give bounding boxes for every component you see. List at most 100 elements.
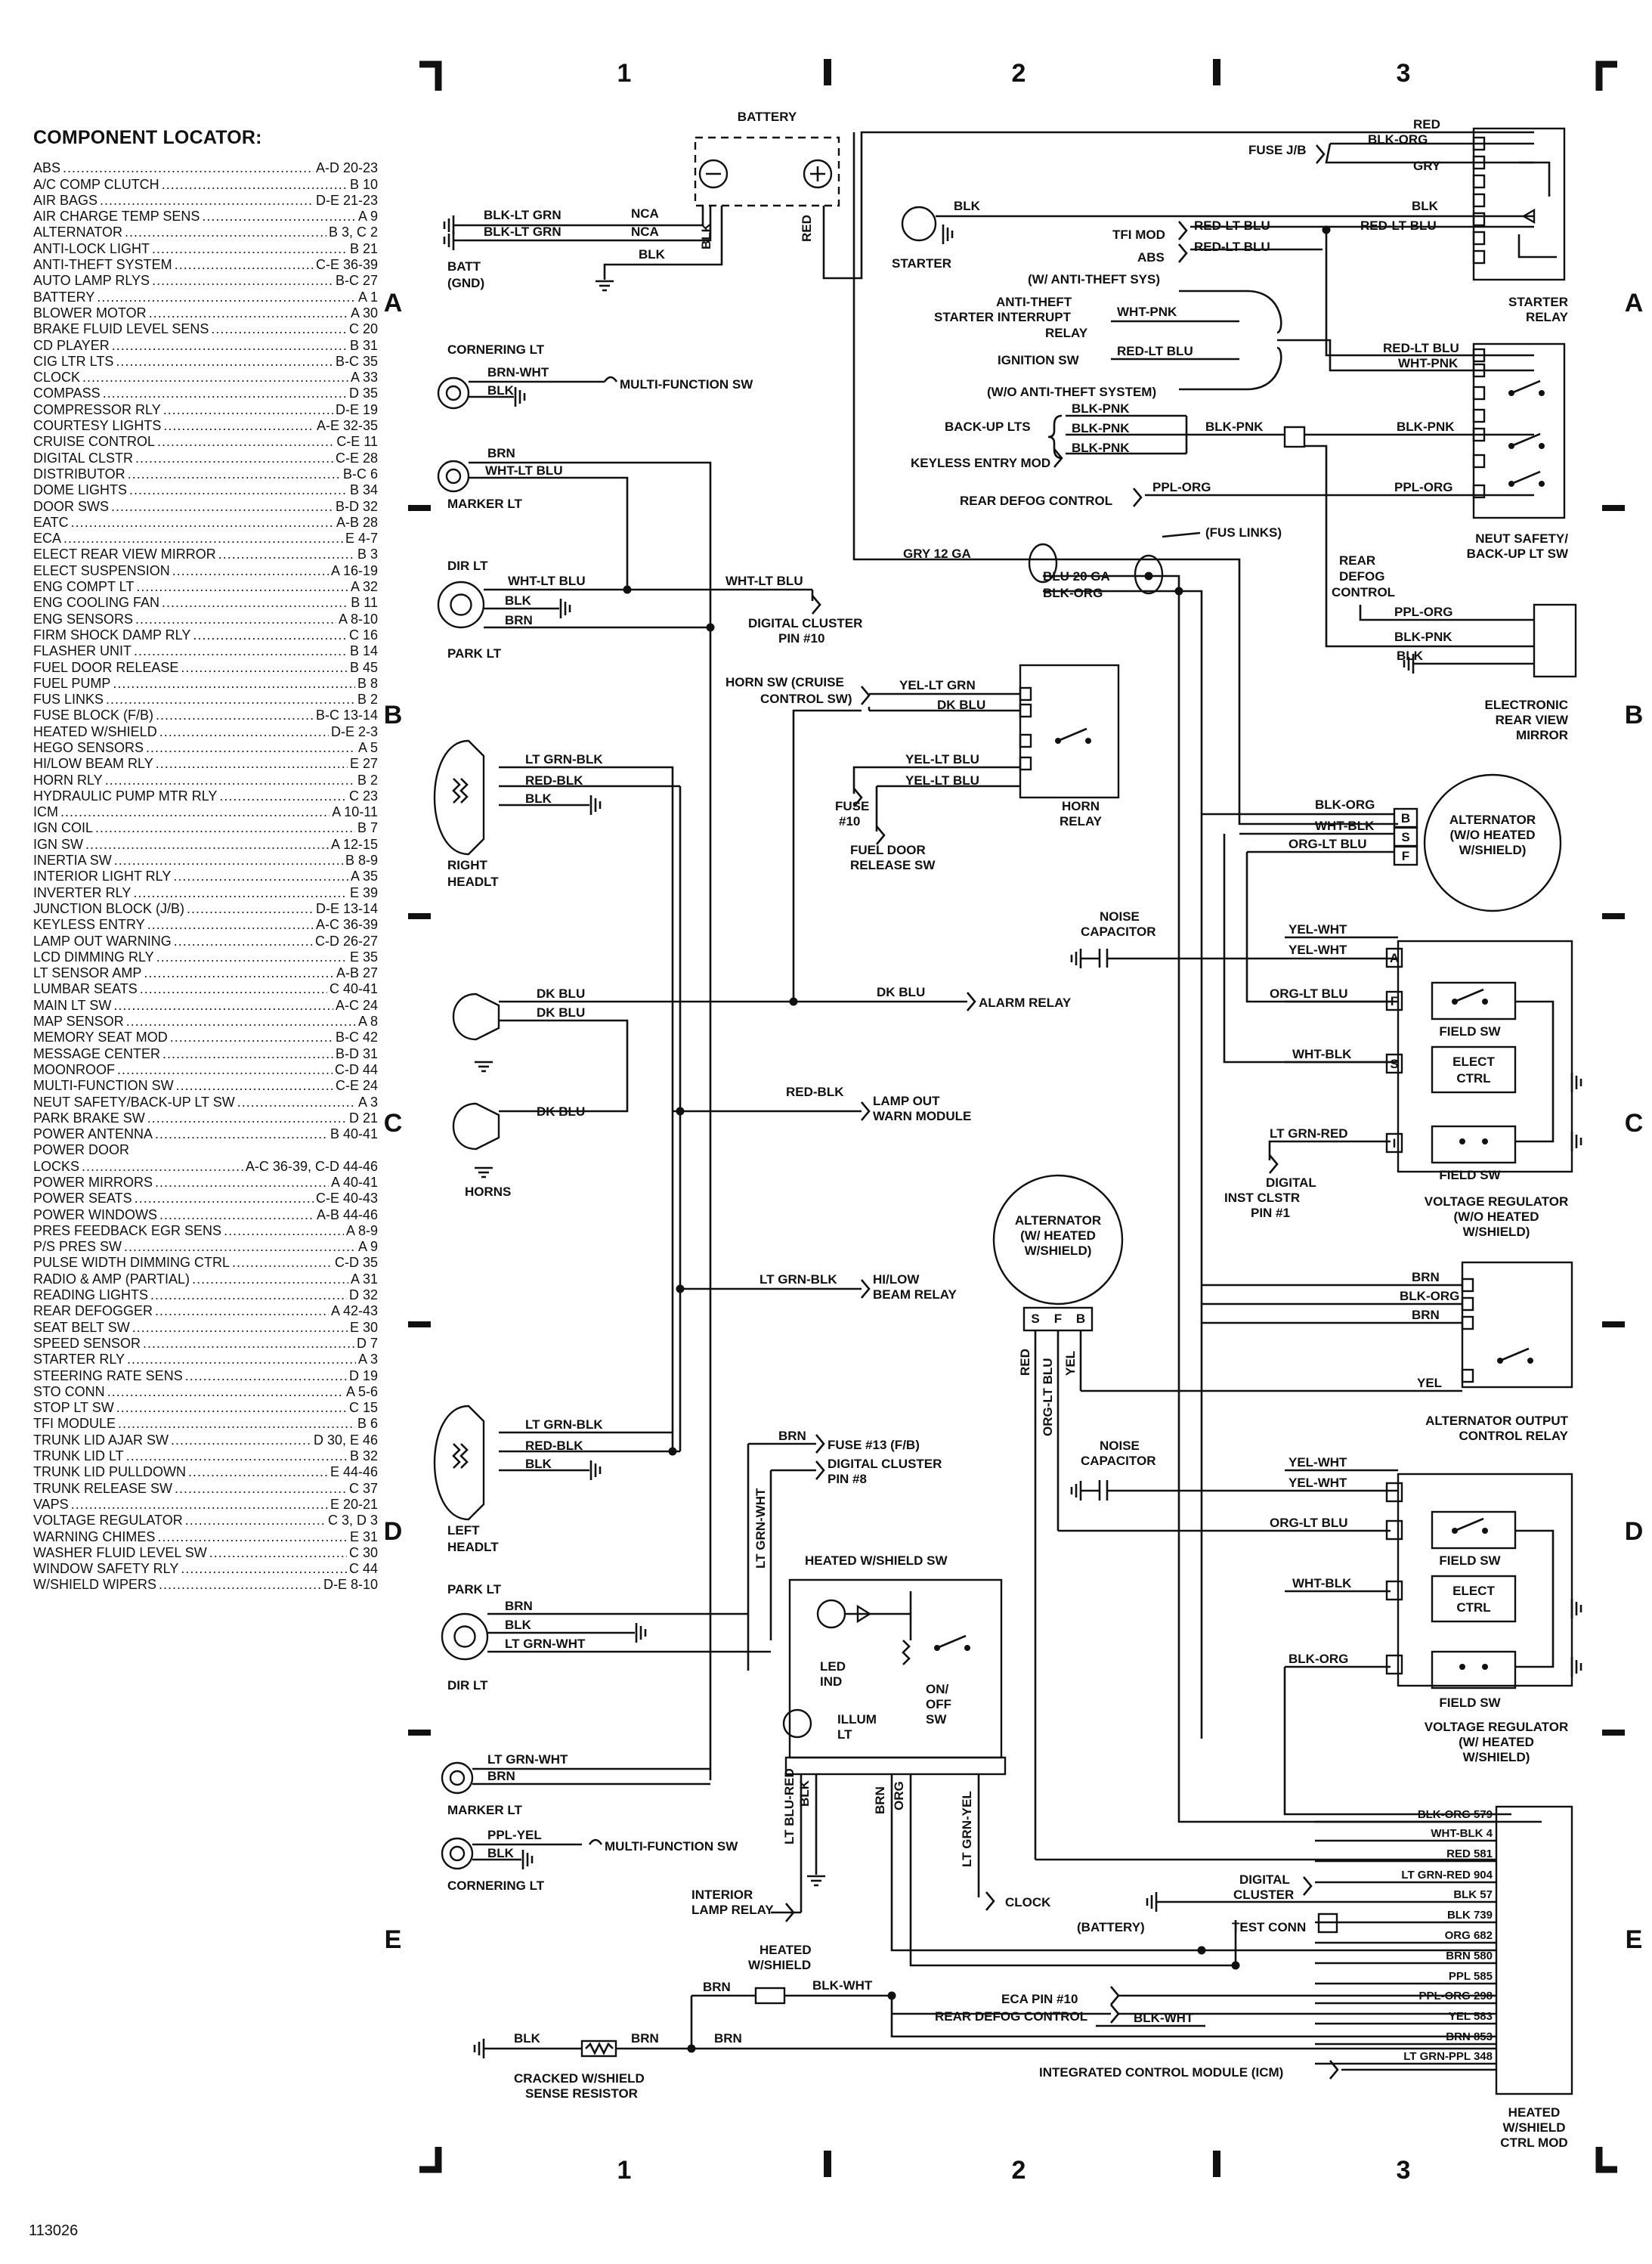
cornering-lt-label: CORNERING LT bbox=[447, 342, 545, 357]
mfs-label: MULTI-FUNCTION SW bbox=[605, 1839, 738, 1854]
locator-item-ref: A 35 bbox=[350, 869, 378, 884]
locator-item-ref: C-E 11 bbox=[336, 434, 378, 450]
locator-item: A/C COMP CLUTCHB 10 bbox=[33, 175, 378, 192]
locator-item-ref: D-E 13-14 bbox=[315, 900, 378, 916]
locator-item-name: DOOR SWS bbox=[33, 498, 110, 514]
wire bbox=[1325, 230, 1534, 357]
switch-terminal bbox=[1472, 348, 1486, 363]
switch-icon bbox=[1459, 1664, 1465, 1670]
wire-label: DK BLU bbox=[537, 986, 585, 1001]
locator-item-ref: A-E 32-35 bbox=[316, 418, 378, 434]
locator-item: ELECT REAR VIEW MIRRORB 3 bbox=[33, 546, 378, 562]
wire-label: GRY 12 GA bbox=[903, 547, 971, 561]
terminal-box bbox=[1385, 1053, 1403, 1074]
locator-item-ref: A 9 bbox=[357, 1239, 378, 1255]
connector-box bbox=[1283, 426, 1306, 448]
switch-terminal bbox=[1472, 363, 1486, 378]
locator-item-ref: D-E 21-23 bbox=[315, 192, 378, 208]
alternator-label: (W/O HEATED bbox=[1449, 828, 1535, 842]
illum-label: LT bbox=[837, 1727, 852, 1742]
locator-item-name: COURTESY LIGHTS bbox=[33, 418, 162, 434]
splice-dot bbox=[1144, 571, 1153, 581]
wire-label: ORG-LT BLU bbox=[1270, 986, 1348, 1001]
wire-label: RELAY bbox=[1045, 326, 1088, 340]
wire-label: LT GRN-WHT bbox=[487, 1752, 568, 1767]
grid-tick bbox=[1602, 913, 1625, 919]
cracked-sensor-label: SENSE RESISTOR bbox=[525, 2086, 638, 2101]
left-headlamp-icon bbox=[452, 1443, 461, 1469]
connector-arrow-icon bbox=[1303, 1876, 1313, 1896]
locator-item: LOCKSA-C 36-39, C-D 44-46 bbox=[33, 1157, 378, 1174]
batt-gnd-label: BATT bbox=[447, 259, 481, 274]
wire bbox=[852, 766, 862, 794]
cracked-sensor-label: CRACKED W/SHIELD bbox=[514, 2071, 645, 2086]
locator-item: BATTERYA 1 bbox=[33, 288, 378, 305]
wire bbox=[1277, 339, 1534, 372]
locator-item: FUSE BLOCK (F/B)B-C 13-14 bbox=[33, 707, 378, 723]
interior-lamp-label: INTERIOR bbox=[691, 1888, 753, 1902]
locator-item-name: JUNCTION BLOCK (J/B) bbox=[33, 900, 185, 916]
locator-item-ref: B 45 bbox=[349, 659, 378, 675]
alt-output-relay-label: ALTERNATOR OUTPUT bbox=[1425, 1414, 1568, 1428]
splice-dot bbox=[887, 1991, 896, 2000]
cornering-lamp-icon bbox=[437, 376, 470, 410]
hi-low-label: BEAM RELAY bbox=[873, 1287, 957, 1302]
fuse-label: #10 bbox=[839, 814, 860, 828]
locator-item: TRUNK LID AJAR SWD 30, E 46 bbox=[33, 1431, 378, 1448]
fusible-link-icon bbox=[1028, 543, 1058, 584]
locator-item: DOME LIGHTSB 34 bbox=[33, 482, 378, 497]
wire-label: WHT-BLK bbox=[1315, 819, 1375, 833]
wire-label: BLK-ORG bbox=[1400, 1289, 1459, 1303]
relay-switch-icon bbox=[1085, 738, 1091, 744]
locator-item-ref: A 10-11 bbox=[332, 804, 378, 820]
locator-item-name: W/SHIELD WIPERS bbox=[33, 1577, 157, 1593]
elect-ctrl-label: ELECT bbox=[1452, 1584, 1495, 1598]
diode-icon bbox=[1521, 208, 1536, 225]
locator-item: COURTESY LIGHTS A-E 32-35 bbox=[33, 417, 378, 433]
grid-row-label: D bbox=[1625, 1517, 1644, 1546]
wire bbox=[1325, 143, 1534, 164]
locator-item-ref: A-B 27 bbox=[336, 965, 378, 981]
grid-tick bbox=[1602, 505, 1625, 511]
locator-item-name: MEMORY SEAT MOD bbox=[33, 1030, 168, 1045]
wire-label: DK BLU bbox=[537, 1104, 585, 1119]
locator-item-ref: B 34 bbox=[349, 482, 378, 498]
alarm-relay-label: ALARM RELAY bbox=[979, 996, 1072, 1010]
wire-label: YEL-WHT bbox=[1288, 943, 1347, 957]
wire bbox=[784, 1994, 1496, 2038]
neut-safety-label: NEUT SAFETY/ bbox=[1475, 531, 1568, 546]
illum-lamp-icon bbox=[782, 1708, 812, 1739]
relay-terminal bbox=[1019, 686, 1032, 701]
wire bbox=[1246, 346, 1282, 391]
locator-item-name: LAMP OUT WARNING bbox=[33, 933, 172, 949]
relay-terminal bbox=[1461, 1315, 1474, 1330]
wire-label: YEL bbox=[1063, 1351, 1078, 1376]
component-locator: COMPONENT LOCATOR: ABSA-D 20-23A/C COMP … bbox=[33, 127, 378, 1592]
wire-label: RED bbox=[1413, 117, 1440, 132]
locator-item-ref: B-C 35 bbox=[335, 353, 378, 369]
wire bbox=[603, 206, 723, 280]
relay-terminal bbox=[1472, 212, 1486, 227]
connector-arrow-icon bbox=[1178, 221, 1188, 240]
module-pin-label: ORG 682 bbox=[1445, 1929, 1493, 1942]
locator-item-ref: D 7 bbox=[356, 1335, 378, 1351]
wire-label: RED-BLK bbox=[525, 1439, 583, 1453]
wire-label: LT GRN-BLK bbox=[525, 1417, 603, 1432]
digital-cluster-label: CLUSTER bbox=[1233, 1888, 1294, 1902]
locator-item-name: STARTER RLY bbox=[33, 1352, 125, 1367]
marker-lamp-icon bbox=[437, 460, 470, 493]
marker-lt-label: MARKER LT bbox=[447, 1803, 522, 1817]
locator-item: COMPASSD 35 bbox=[33, 385, 378, 401]
locator-item: HORN RLYB 2 bbox=[33, 771, 378, 788]
locator-item-name: BLOWER MOTOR bbox=[33, 305, 147, 321]
splice-dot bbox=[1197, 1946, 1206, 1955]
wire-label: BRN bbox=[873, 1786, 887, 1814]
wire-label: YEL-LT BLU bbox=[905, 752, 979, 767]
wire-label: LT GRN-BLK bbox=[759, 1272, 837, 1287]
digital-cluster-label: DIGITAL CLUSTER bbox=[828, 1457, 942, 1471]
locator-item: LUMBAR SEATSC 40-41 bbox=[33, 980, 378, 996]
wire-label: BLK-ORG bbox=[1288, 1652, 1348, 1666]
wire-label: BLK bbox=[525, 791, 552, 806]
connector-arrow-icon bbox=[815, 1434, 825, 1454]
relay-terminal bbox=[1461, 1278, 1474, 1293]
